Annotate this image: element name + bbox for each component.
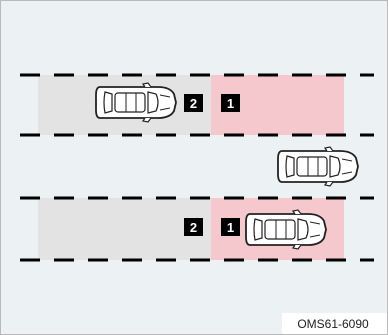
figure-code-box: [282, 313, 387, 334]
car-left-lane: [95, 82, 177, 123]
zone-2-right-lane: [38, 198, 211, 260]
zone-1-badge: 1: [221, 94, 240, 112]
lane-markings: [20, 73, 374, 262]
zone-2-badge: 2: [184, 218, 203, 236]
zone-1-number: 1: [227, 96, 234, 111]
zone-2-number: 2: [190, 220, 197, 235]
car-own-vehicle: [277, 146, 359, 187]
figure-code: OMS61-6090: [297, 317, 369, 331]
zone-2-number: 2: [190, 96, 197, 111]
zone-1-number: 1: [227, 220, 234, 235]
car-right-lane: [245, 209, 327, 250]
zone-2-badge: 2: [184, 94, 203, 112]
zone-1-badge: 1: [221, 218, 240, 236]
